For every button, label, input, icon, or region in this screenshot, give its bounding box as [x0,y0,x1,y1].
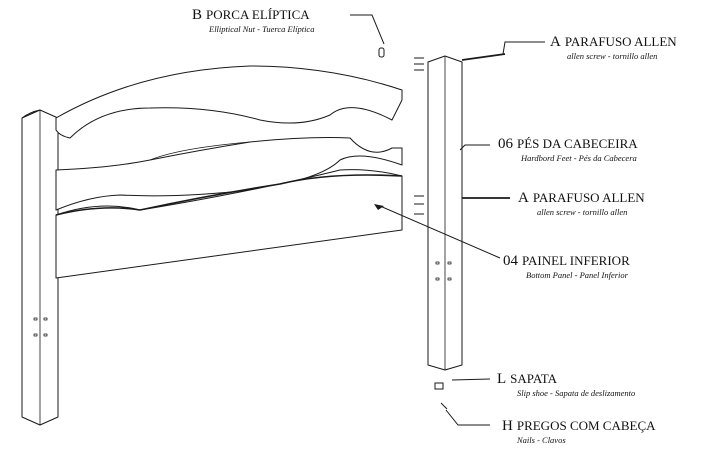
part-code: H [502,418,513,434]
left-leg-holes [33,317,48,337]
right-leg-holes [435,261,452,281]
part-title: PREGOS COM CABEÇA [516,418,656,433]
label-pes-da-cabeceira: 06 PÉS DA CABECEIRA Hardbord Feet - Pés … [498,136,638,163]
leader-lines [350,14,545,426]
elliptical-nut [378,47,385,58]
bottom-panel [55,169,403,279]
label-painel-inferior: 04 PAINEL INFERIOR Bottom Panel - Panel … [503,253,630,280]
hardware [378,47,448,410]
part-title: PÉS DA CABECEIRA [517,136,638,151]
label-parafuso-allen-top: A PARAFUSO ALLEN allen screw - tornillo … [550,34,677,61]
top-panel [55,65,403,139]
label-sapata: L SAPATA Slip shoe - Sapata de deslizame… [497,371,635,398]
label-porca-eliptica: B PORCA ELÍPTICA Elliptical Nut - Tuerca… [192,7,314,34]
part-title: SAPATA [510,371,558,386]
part-title: PARAFUSO ALLEN [532,190,645,205]
right-leg [427,55,463,371]
middle-panel [55,137,403,211]
part-code: L [497,371,507,387]
label-pregos-com-cabeca: H PREGOS COM CABEÇA Nails - Clavos [502,418,656,445]
part-code: B [192,7,203,23]
label-parafuso-allen-mid: A PARAFUSO ALLEN allen screw - tornillo … [518,190,645,217]
part-title: PORCA ELÍPTICA [206,7,310,22]
left-leg [21,109,59,426]
part-code: A [550,34,561,50]
part-title: PAINEL INFERIOR [522,253,630,268]
part-subtitle: Slip shoe - Sapata de deslizamento [517,388,636,398]
part-code: 04 [503,253,518,269]
part-subtitle: allen screw - tornillo allen [537,207,628,217]
part-code: A [518,190,529,206]
part-code: 06 [498,136,513,152]
part-subtitle: Hardbord Feet - Pés da Cabecera [521,153,637,163]
part-title: PARAFUSO ALLEN [564,34,677,49]
slip-shoe [434,382,444,390]
part-subtitle: Nails - Clavos [517,435,566,445]
part-subtitle: Elliptical Nut - Tuerca Elíptica [209,24,315,34]
part-subtitle: allen screw - tornillo allen [567,51,658,61]
nail [440,402,448,410]
part-subtitle: Bottom Panel - Panel Inferior [526,270,628,280]
